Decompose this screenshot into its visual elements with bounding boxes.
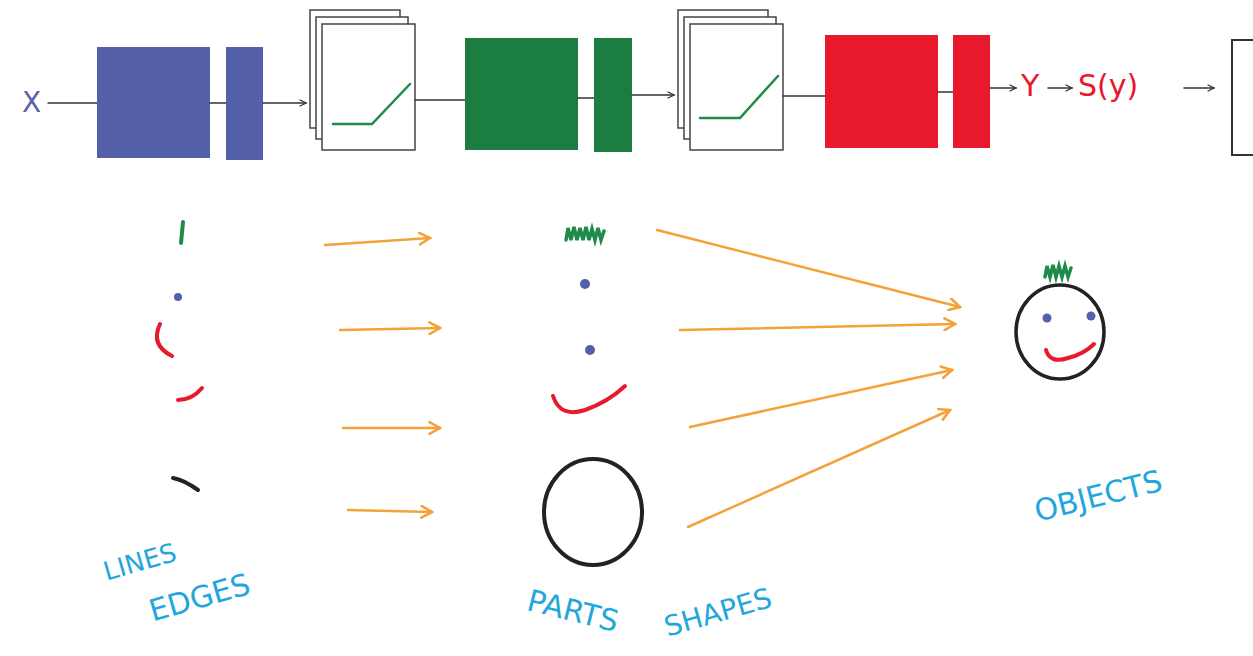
relu-curve — [333, 84, 410, 124]
input-symbol: X — [22, 89, 41, 117]
edge-features — [157, 222, 202, 490]
stage-label: SHAPES — [661, 584, 775, 641]
relu-frame — [690, 24, 783, 150]
part-features — [544, 227, 642, 565]
curve-stroke — [157, 324, 172, 356]
flow-arrow — [680, 324, 955, 330]
flow-arrow — [325, 238, 430, 245]
wire — [210, 102, 226, 104]
linear-layer — [97, 47, 210, 158]
stage-label: PARTS — [524, 585, 621, 637]
bias-block — [226, 47, 263, 160]
arrow — [1048, 87, 1072, 89]
relu-stack — [678, 10, 783, 150]
wire — [48, 102, 97, 104]
flow-arrows — [325, 230, 960, 527]
eye-dot — [585, 345, 595, 355]
eye-dot — [580, 279, 590, 289]
output-box — [1232, 40, 1253, 155]
wire — [938, 91, 953, 93]
output-symbol: Y — [1021, 71, 1039, 101]
eye-dot — [1043, 314, 1052, 323]
arrow — [263, 102, 306, 104]
network-pipeline — [48, 10, 1253, 160]
wire — [578, 97, 594, 99]
wire — [783, 95, 825, 97]
curve-stroke — [173, 478, 198, 490]
arrow — [632, 94, 674, 96]
flow-arrow — [688, 410, 950, 527]
linear-layer — [825, 35, 938, 148]
flow-arrow — [340, 328, 440, 330]
curve-stroke — [178, 388, 202, 400]
face-object — [1016, 265, 1104, 379]
arrow — [990, 87, 1016, 89]
relu-frame — [322, 24, 415, 150]
linear-layer — [465, 38, 578, 150]
flow-arrow — [348, 510, 432, 512]
flow-arrow — [343, 427, 440, 430]
stage-label: OBJECTS — [1031, 466, 1165, 527]
head-circle — [1016, 285, 1104, 379]
head-circle — [544, 459, 642, 565]
smile-curve — [1046, 344, 1094, 360]
dot — [174, 293, 182, 301]
smile-curve — [553, 386, 625, 412]
relu-stack — [310, 10, 415, 150]
flow-arrow — [690, 370, 952, 427]
hair-scribble — [1045, 265, 1071, 277]
line-stroke — [181, 222, 183, 243]
arrow — [1184, 87, 1214, 89]
flow-arrow — [657, 230, 960, 307]
relu-curve — [700, 76, 778, 118]
eye-dot — [1087, 312, 1096, 321]
bias-block — [594, 38, 632, 152]
hair-scribble — [566, 227, 604, 240]
wire — [415, 99, 465, 101]
stage-label: EDGES — [146, 569, 254, 626]
stage-label: LINES — [100, 539, 179, 585]
bias-block — [953, 35, 990, 148]
softmax-symbol: S(y) — [1078, 71, 1138, 101]
